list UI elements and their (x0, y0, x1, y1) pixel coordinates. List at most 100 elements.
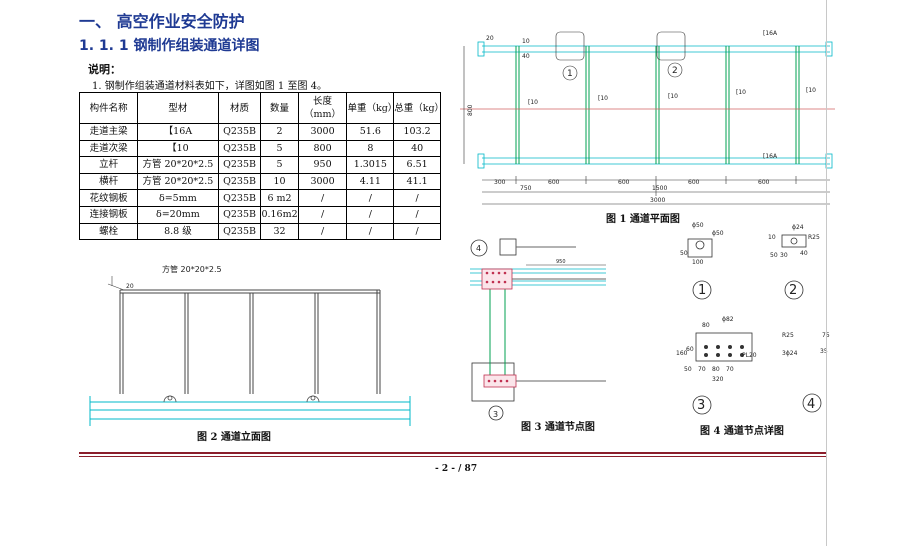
node4-marker: 4 (476, 244, 481, 253)
table-row: 横杆 方管 20*20*2.5 Q235B 10 3000 4.11 41.1 (78, 172, 441, 191)
dim-r25: R25 (808, 234, 820, 241)
figure1-plan-drawing: [16A [16A [10 [10 [10 [10 [10 1 2 3000 1… (460, 30, 835, 205)
footer-rule-thin (79, 456, 827, 457)
table-header: 型材 (137, 92, 219, 124)
table-header: 构件名称 (78, 92, 139, 124)
table-cell: / (346, 222, 395, 241)
table-row: 立杆 方管 20*20*2.5 Q235B 5 950 1.3015 6.51 (78, 156, 441, 174)
table-cell: 950 (297, 156, 348, 174)
dim-40: 40 (800, 250, 808, 257)
table-cell: 40 (393, 139, 441, 158)
c10-label: [10 (528, 99, 538, 106)
dim-750: 750 (520, 185, 532, 192)
table-cell: 41.1 (393, 172, 441, 191)
table-cell: 3000 (297, 172, 348, 191)
table-header: 长度（mm） (297, 92, 348, 124)
dim-600: 600 (618, 179, 630, 186)
c16-bottom-label: [16A (763, 153, 778, 160)
table-cell: / (297, 205, 348, 224)
table-cell: 2 (260, 123, 299, 141)
table-cell: / (393, 222, 441, 241)
pipe-spec-label: 方管 20*20*2.5 (162, 264, 222, 274)
dim-300: 300 (494, 179, 506, 186)
table-row: 走道主梁 【16A Q235B 2 3000 51.6 103.2 (78, 123, 441, 141)
dim-600: 600 (688, 179, 700, 186)
figure2-elevation-drawing: 方管 20*20*2.5 20 (89, 264, 411, 426)
table-header: 数量 (260, 92, 299, 124)
table-cell: 6.51 (393, 156, 441, 174)
table-cell: 8.8 级 (137, 222, 219, 241)
dim-10: 10 (522, 38, 530, 45)
section-heading: 一、 高空作业安全防护 (79, 12, 245, 31)
c10-label: [10 (668, 93, 678, 100)
dim-35: 35 (820, 348, 828, 355)
detail4-marker: 4 (807, 397, 815, 412)
dim-50: 50 (770, 252, 778, 259)
plate-pl20-label: PL20 (742, 352, 757, 359)
c10-label: [10 (806, 87, 816, 94)
table-row: 螺栓 8.8 级 Q235B 32 / / / (78, 222, 441, 241)
table-cell: Q235B (217, 156, 262, 174)
table-cell: 1.3015 (346, 156, 395, 174)
table-cell: Q235B (217, 139, 262, 158)
dim-600: 600 (758, 179, 770, 186)
dim-100: 100 (692, 259, 704, 266)
table-cell: 螺栓 (78, 222, 139, 241)
dim-10: 10 (768, 234, 776, 241)
table-cell: 花纹钢板 (78, 189, 139, 207)
table-cell: δ=20mm (137, 205, 219, 224)
c10-label: [10 (736, 89, 746, 96)
table-cell: 32 (260, 222, 299, 241)
table-cell: Q235B (217, 123, 262, 141)
table-cell: 51.6 (346, 123, 395, 141)
figure4-detail-drawing: 1 2 3 4 50 100 ϕ50 ϕ50 10 ϕ24 R25 50 40 … (676, 222, 830, 415)
subsection-heading: 1. 1. 1 钢制作组装通道详图 (79, 38, 260, 54)
table-cell: 【16A (137, 123, 219, 141)
figure1-caption: 图 1 通道平面图 (606, 214, 680, 225)
description-text: 1. 钢制作组装通道材料表如下，详图如图 1 至图 4。 (92, 81, 327, 92)
dim-phi24: ϕ24 (792, 224, 804, 231)
description-title: 说明： (88, 63, 121, 76)
dim-950: 950 (556, 259, 566, 265)
table-cell: 横杆 (78, 172, 139, 191)
table-cell: Q235B (217, 205, 262, 224)
table-cell: 方管 20*20*2.5 (137, 172, 219, 191)
table-cell: Q235B (217, 222, 262, 241)
detail2-marker: 2 (789, 283, 797, 298)
dim-phi82: ϕ82 (722, 316, 734, 323)
table-cell: 4.11 (346, 172, 395, 191)
table-cell: / (393, 205, 441, 224)
table-cell: 800 (297, 139, 348, 158)
table-row: 走道次梁 【10 Q235B 5 800 8 40 (78, 139, 441, 158)
node1-marker: 1 (567, 69, 573, 79)
dim-50: 50 (680, 250, 688, 257)
dim-3phi24: 3ϕ24 (782, 350, 798, 357)
c10-label: [10 (598, 95, 608, 102)
node3-marker: 3 (493, 410, 498, 419)
table-cell: 【10 (137, 139, 219, 158)
dim-1500: 1500 (652, 185, 667, 192)
table-cell: 5 (260, 139, 299, 158)
dim-800: 800 (467, 104, 474, 116)
dim-600: 600 (548, 179, 560, 186)
table-header-row: 构件名称 型材 材质 数量 长度（mm） 单重（kg） 总重（kg） (78, 92, 444, 124)
table-cell: 3000 (297, 123, 348, 141)
table-cell: Q235B (217, 189, 262, 207)
table-cell: / (297, 222, 348, 241)
dim-40: 40 (522, 53, 530, 60)
dim-75: 75 (822, 332, 830, 339)
dim-60: 60 (686, 346, 694, 353)
table-cell: δ=5mm (137, 189, 219, 207)
dim-80: 80 (702, 322, 710, 329)
table-cell: 5 (260, 156, 299, 174)
node2-marker: 2 (672, 66, 678, 76)
dim-20: 20 (486, 35, 494, 42)
figure3-caption: 图 3 通道节点图 (521, 422, 595, 433)
footer-rule (79, 452, 827, 454)
figure3-node-drawing: 4 3 950 (470, 238, 606, 421)
dim-30: 30 (780, 252, 788, 259)
table-cell: 6 m2 (260, 189, 299, 207)
table-cell: / (346, 205, 395, 224)
dim-160: 160 (676, 350, 688, 357)
figure2-caption: 图 2 通道立面图 (197, 432, 271, 443)
